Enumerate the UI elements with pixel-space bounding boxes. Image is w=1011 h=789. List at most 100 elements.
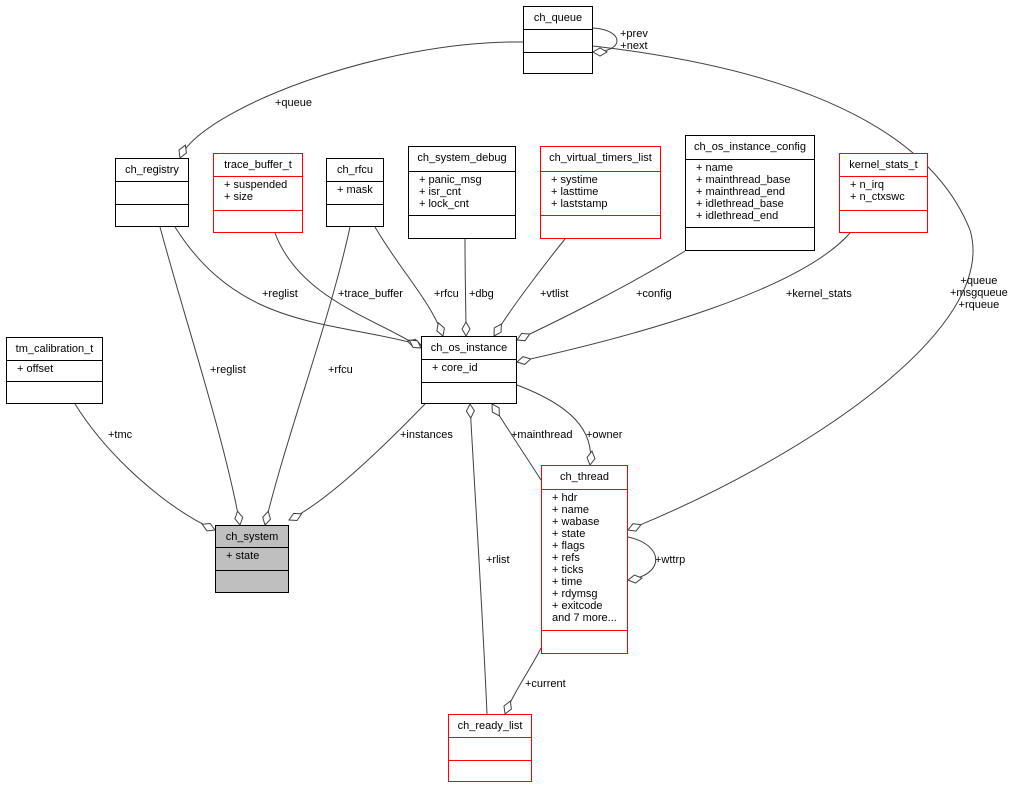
attribute: + wabase <box>552 515 600 528</box>
attribute: + n_irq <box>850 178 884 191</box>
class-methods <box>422 381 516 403</box>
aggregation-diamond-icon <box>493 323 502 337</box>
attribute: + flags <box>552 539 585 552</box>
edge-tmc <box>74 403 216 531</box>
edge-config <box>516 250 686 341</box>
class-ch-registry[interactable]: ch_registry <box>115 158 189 227</box>
attribute: + suspended <box>224 178 288 191</box>
class-methods <box>449 759 531 781</box>
class-attributes: + hdr+ name+ wabase+ state+ flags+ refs+… <box>542 488 627 630</box>
class-ch-os-instance-config[interactable]: ch_os_instance_config + name+ mainthread_… <box>685 135 815 251</box>
class-ch-rfcu[interactable]: ch_rfcu+ mask <box>326 158 384 227</box>
class-name: ch_os_instance <box>430 342 508 354</box>
edge-thread-queue <box>592 45 974 531</box>
attribute: + exitcode <box>552 599 603 612</box>
edge-label: +config <box>636 288 672 300</box>
attribute: + offset <box>17 363 54 376</box>
edge-inst-reglist <box>174 226 422 346</box>
class-methods <box>409 215 515 238</box>
attribute: + mainthread_base <box>696 173 791 186</box>
aggregation-diamond-icon <box>436 321 445 337</box>
attribute: + lasttime <box>551 185 599 198</box>
attribute: + name <box>552 503 589 516</box>
edge-label: +tmc <box>108 429 133 441</box>
attribute: + idlethread_end <box>696 209 779 222</box>
edge-label: +wttrp <box>655 554 686 566</box>
edge-label: +reglist <box>210 364 246 376</box>
edge-label: +trace_buffer <box>338 288 403 300</box>
class-tm-calibration-t[interactable]: tm_calibration_t + offset <box>6 337 103 404</box>
edge-label: +owner <box>586 429 623 441</box>
edge-label: +prev +next <box>620 28 648 52</box>
class-methods <box>116 203 188 226</box>
edge-label: +rfcu <box>434 288 459 300</box>
edge-queue <box>179 41 524 159</box>
class-name: ch_ready_list <box>457 720 523 732</box>
class-ch-virtual-timers-list[interactable]: ch_virtual_timers_list + systime+ lasttim… <box>540 146 661 239</box>
attribute: + mainthread_end <box>696 185 785 198</box>
class-ch-system[interactable]: ch_system + state <box>215 525 289 593</box>
attribute: + n_ctxswc <box>850 190 905 203</box>
aggregation-diamond-icon <box>461 320 471 338</box>
class-name: tm_calibration_t <box>15 343 94 355</box>
class-ch-ready-list[interactable]: ch_ready_list <box>448 714 532 782</box>
class-kernel-stats-t[interactable]: kernel_stats_t + n_irq+ n_ctxswc <box>839 153 928 233</box>
edge-sys-reglist <box>159 226 241 526</box>
attribute: + systime <box>551 173 598 186</box>
edge-label: +current <box>525 678 566 690</box>
class-trace-buffer-t[interactable]: trace_buffer_t+ suspended+ size <box>213 153 303 233</box>
edge-label: +rlist <box>486 554 510 566</box>
class-methods <box>542 630 627 653</box>
attribute: + idlethread_base <box>696 197 784 210</box>
attribute: + hdr <box>552 491 578 504</box>
attribute: + rdymsg <box>552 587 598 600</box>
class-attributes: + offset <box>7 360 102 380</box>
attribute: + isr_cnt <box>419 185 461 198</box>
class-name: ch_virtual_timers_list <box>549 152 652 164</box>
aggregation-diamond-icon <box>491 403 500 417</box>
aggregation-diamond-icon <box>201 522 216 532</box>
edge-label: +instances <box>400 429 453 441</box>
class-attributes <box>449 737 531 759</box>
edge-label: +vtlist <box>540 288 569 300</box>
class-name: ch_thread <box>560 471 609 483</box>
edge-sys-rfcu <box>264 226 351 526</box>
aggregation-diamond-icon <box>503 700 512 715</box>
aggregation-diamond-icon <box>591 47 609 57</box>
class-attributes: + suspended+ size <box>214 175 302 210</box>
aggregation-diamond-icon <box>627 574 643 584</box>
class-methods <box>7 380 102 403</box>
aggregation-diamond-icon <box>288 512 303 522</box>
class-name: ch_os_instance_config <box>694 141 806 153</box>
attribute: + core_id <box>432 362 478 375</box>
class-attributes: + n_irq+ n_ctxswc <box>840 175 927 210</box>
class-ch-queue[interactable]: ch_queue <box>523 6 593 74</box>
class-ch-system-debug[interactable]: ch_system_debug + panic_msg+ isr_cnt+ loc… <box>408 146 516 239</box>
class-attributes: + name+ mainthread_base+ mainthread_end+… <box>686 158 814 228</box>
edge-label: +queue <box>275 97 313 109</box>
attribute: + time <box>552 575 583 588</box>
attribute: + laststamp <box>551 197 608 210</box>
attribute: + panic_msg <box>419 173 482 186</box>
class-ch-os-instance[interactable]: ch_os_instance + core_id <box>421 336 517 404</box>
edge-rlist <box>469 403 488 715</box>
attribute: + ticks <box>552 563 584 576</box>
class-attributes: + panic_msg+ isr_cnt+ lock_cnt <box>409 170 515 216</box>
class-name: ch_system_debug <box>417 152 507 164</box>
edge-label: +queue +msgqueue +rqueue <box>950 275 1008 311</box>
edge-label: +kernel_stats <box>786 288 852 300</box>
attribute: and 7 more... <box>552 611 617 624</box>
edge-instances <box>288 403 426 521</box>
aggregation-diamond-icon <box>234 510 244 526</box>
class-methods <box>327 203 383 226</box>
class-name: ch_system <box>225 531 279 543</box>
aggregation-diamond-icon <box>262 510 272 526</box>
class-name: ch_rfcu <box>336 164 374 176</box>
attribute: + refs <box>552 551 580 564</box>
aggregation-diamond-icon <box>516 356 532 365</box>
class-ch-thread[interactable]: ch_thread + hdr+ name+ wabase+ state+ fla… <box>541 465 628 654</box>
attribute: + state <box>552 527 586 540</box>
class-name: kernel_stats_t <box>849 159 918 171</box>
aggregation-diamond-icon <box>516 332 531 342</box>
class-attributes: + state <box>216 547 288 569</box>
